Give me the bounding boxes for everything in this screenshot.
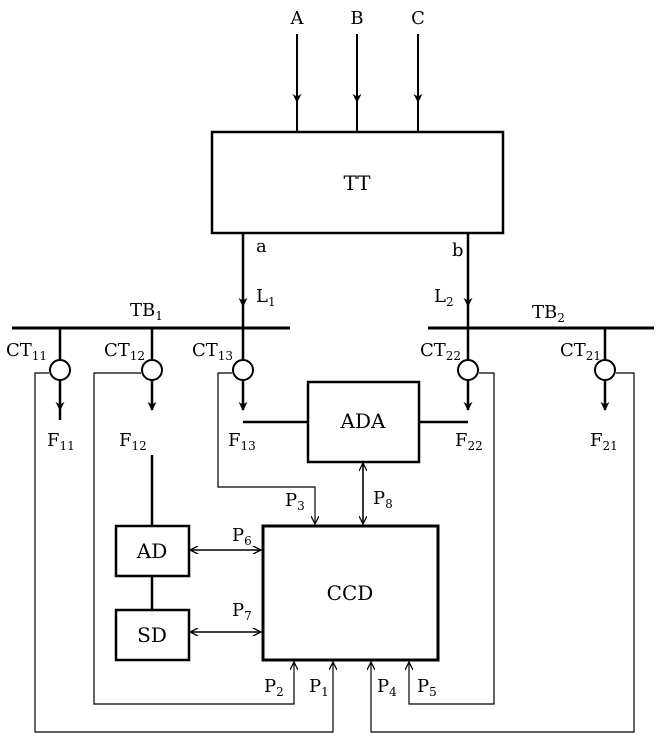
input-phase-b: B [350,8,363,132]
terminal-a-label: a [256,236,267,257]
feeder-f13: CT13 F13 [192,328,308,453]
input-phase-a: A [290,8,305,132]
p5-label: P5 [417,676,437,699]
p3-label: P3 [285,490,305,513]
ccd-label: CCD [327,581,374,605]
p4-label: P4 [377,676,397,699]
p8-label: P8 [373,488,393,511]
ct12-label: CT12 [104,340,145,363]
p2-label: P2 [264,676,284,699]
feeder-f21: CT21 F21 [560,328,618,453]
ct22-symbol [458,360,478,380]
ct21-symbol [595,360,615,380]
f11-label: F11 [47,430,75,453]
bus-tb2-label: TB2 [532,302,565,325]
input-label-c: C [411,8,425,29]
input-label-b: B [350,8,363,29]
feeder-f12: CT12 F12 [104,328,162,526]
input-label-a: A [290,8,305,29]
f12-label: F12 [119,430,147,453]
feeder-f11: CT11 F11 [6,328,75,453]
sd-label: SD [137,623,167,647]
f22-label: F22 [455,430,483,453]
ad-label: AD [136,539,167,563]
f13-label: F13 [228,430,256,453]
ct13-symbol [233,360,253,380]
ada-label: ADA [340,409,386,433]
ct22-label: CT22 [420,340,461,363]
p6-label: P6 [232,525,252,548]
ct21-label: CT21 [560,340,601,363]
ct11-symbol [50,360,70,380]
ct21-wire [371,373,634,732]
input-phase-c: C [411,8,425,132]
f21-label: F21 [590,430,618,453]
terminal-b-label: b [452,240,464,261]
ct12-symbol [142,360,162,380]
feeder-f22: CT22 F22 [419,328,483,453]
line-l1-label: L1 [256,286,276,309]
p1-label: P1 [309,676,329,699]
ct13-label: CT13 [192,340,233,363]
bus-tb1-label: TB1 [130,300,163,323]
p7-label: P7 [232,600,252,623]
tt-label: TT [343,171,371,195]
ct11-wire [35,373,333,732]
ct11-label: CT11 [6,340,47,363]
line-l2-label: L2 [434,286,454,309]
